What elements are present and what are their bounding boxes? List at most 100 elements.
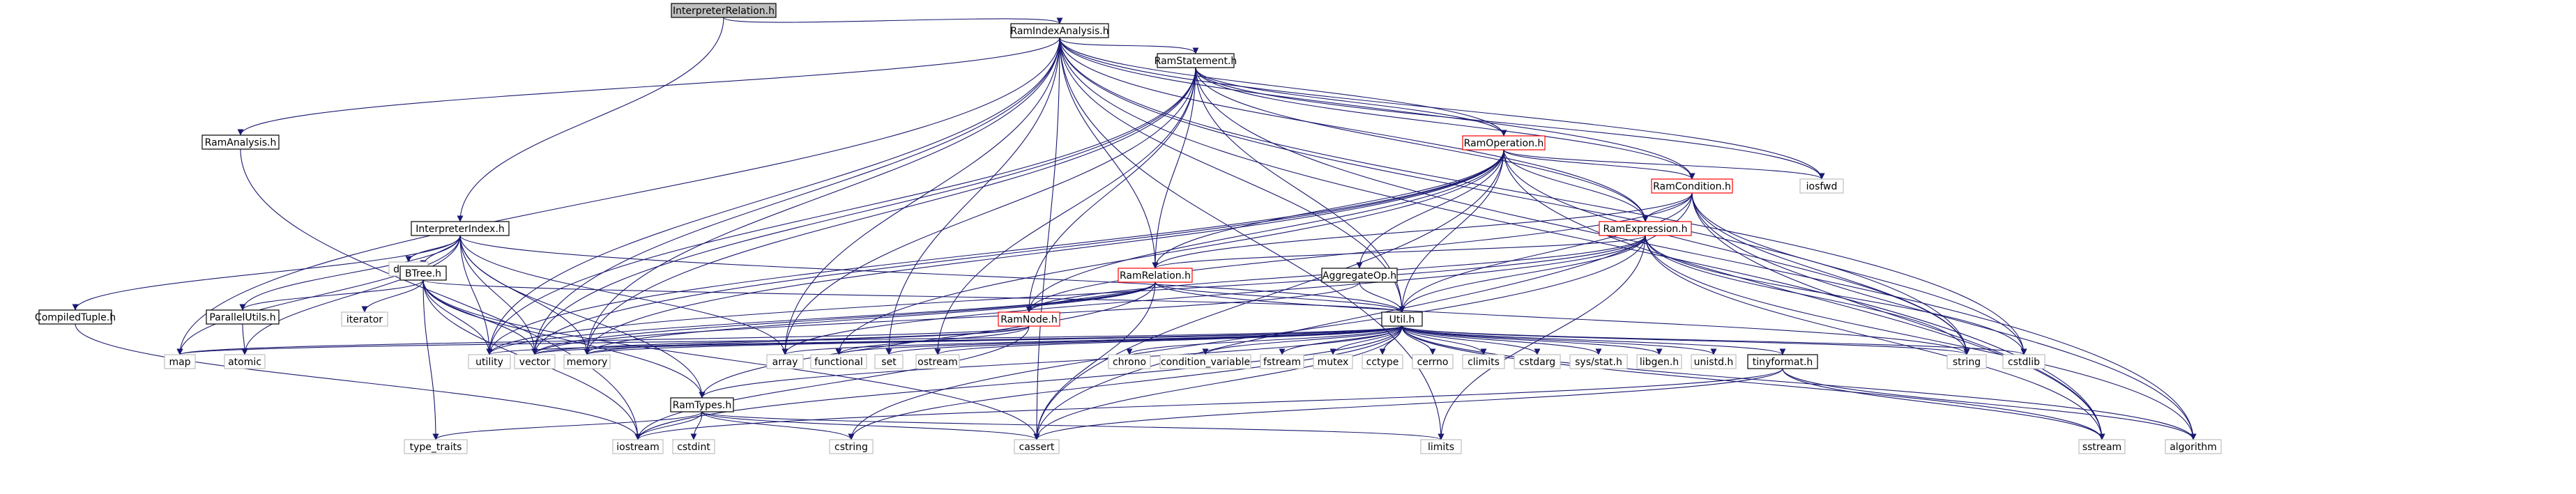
edge-ram-statement-to-ram-relation (1152, 67, 1196, 269)
node-cstdarg: cstdarg (1514, 354, 1561, 369)
edge-tinyformat-to-algorithm (1782, 368, 2197, 440)
edge-interpreter-index-to-parallel-utils (239, 235, 461, 311)
edge-tinyformat-to-cassert (1033, 368, 1783, 440)
node-ram-relation[interactable]: RamRelation.h (1118, 268, 1193, 283)
edge-ram-expression-to-string (1645, 235, 1970, 355)
node-label: RamRelation.h (1120, 270, 1191, 281)
node-interpreter-index[interactable]: InterpreterIndex.h (411, 221, 510, 236)
edge-interpreter-index-to-deque (405, 235, 461, 263)
node-box (1381, 311, 1423, 327)
edge-ram-condition-to-string (1691, 192, 1970, 355)
edge-util-to-chrono (1126, 325, 1403, 355)
node-box (224, 354, 266, 369)
node-interpreter-relation[interactable]: InterpreterRelation.h (671, 3, 777, 18)
edge-ram-index-analysis-to-utility (486, 37, 1060, 355)
node-label: RamStatement.h (1154, 56, 1237, 67)
edge-ram-expression-to-ram-relation (1152, 235, 1646, 269)
node-util[interactable]: Util.h (1381, 311, 1423, 327)
node-box (206, 309, 280, 325)
node-box (1014, 439, 1060, 454)
edge-ram-condition-to-ram-relation (1152, 192, 1693, 269)
node-label: sstream (2082, 442, 2121, 453)
edge-ram-index-analysis-to-ram-expression (1059, 37, 1649, 222)
node-ram-statement[interactable]: RamStatement.h (1154, 53, 1237, 68)
node-cstring: cstring (829, 439, 874, 454)
node-tinyformat[interactable]: tinyformat.h (1747, 354, 1818, 369)
edge-ram-statement-to-iosfwd (1195, 67, 1825, 180)
node-label: InterpreterIndex.h (416, 224, 505, 235)
edge-util-to-string (1401, 325, 1970, 355)
edge-ram-operation-to-ram-condition (1503, 149, 1695, 180)
node-label: limits (1428, 442, 1454, 453)
edge-ram-operation-to-aggregate-op (1356, 149, 1504, 269)
edge-ram-operation-to-iosfwd (1503, 149, 1825, 180)
edge-ram-operation-to-ram-relation (1152, 149, 1504, 269)
edge-ram-index-analysis-to-ram-statement (1059, 37, 1199, 54)
edge-ram-index-analysis-to-ram-operation (1059, 37, 1507, 137)
node-atomic: atomic (224, 354, 266, 369)
node-box (399, 265, 447, 281)
node-ram-analysis[interactable]: RamAnalysis.h (201, 134, 280, 150)
node-box (810, 354, 867, 369)
node-label: mutex (1318, 357, 1349, 368)
node-label: string (1953, 357, 1981, 368)
node-ram-expression[interactable]: RamExpression.h (1599, 221, 1692, 236)
edge-util-to-cassert (1033, 325, 1403, 440)
node-box (1321, 268, 1398, 283)
node-aggregate-op[interactable]: AggregateOp.h (1321, 268, 1398, 283)
node-vector: vector (514, 354, 556, 369)
node-parallel-utils[interactable]: ParallelUtils.h (206, 309, 280, 325)
edge-ram-expression-to-sstream (1645, 235, 2105, 440)
edge-ram-index-analysis-to-string (1059, 37, 1970, 355)
node-cerrno: cerrno (1412, 354, 1454, 369)
edge-util-to-climits (1401, 325, 1487, 355)
node-box (1420, 439, 1462, 454)
edge-ram-index-analysis-to-map (176, 37, 1060, 355)
node-ram-operation[interactable]: RamOperation.h (1462, 135, 1546, 150)
node-iostream: iostream (612, 439, 664, 454)
node-label: atomic (228, 357, 261, 368)
edge-ram-statement-to-array (782, 67, 1196, 355)
edge-ram-statement-to-ram-operation (1195, 67, 1507, 137)
node-label: ParallelUtils.h (209, 312, 275, 323)
edge-ram-statement-to-memory (584, 67, 1196, 355)
edge-ram-condition-to-algorithm (1691, 192, 2197, 440)
node-ram-types[interactable]: RamTypes.h (670, 397, 734, 412)
node-label: BTree.h (405, 268, 441, 279)
edge-util-to-tinyformat (1401, 325, 1786, 355)
edge-ram-index-analysis-to-memory (584, 37, 1060, 355)
edge-util-to-libgen (1401, 325, 1663, 355)
edge-ram-expression-to-utility (486, 235, 1646, 355)
node-ram-condition[interactable]: RamCondition.h (1651, 178, 1733, 194)
edge-ram-expression-to-util (1398, 235, 1646, 313)
node-btree[interactable]: BTree.h (399, 265, 447, 281)
edge-ram-statement-to-vector (531, 67, 1196, 355)
node-memory: memory (563, 354, 611, 369)
edge-interpreter-index-to-array (459, 235, 788, 355)
node-ram-index-analysis[interactable]: RamIndexAnalysis.h (1010, 23, 1109, 38)
node-label: libgen.h (1640, 357, 1679, 368)
edge-ram-index-analysis-to-ram-relation (1059, 37, 1159, 269)
node-cstdlib: cstdlib (2002, 354, 2045, 369)
node-box (404, 439, 468, 454)
edge-ram-index-analysis-to-cassert (1033, 37, 1060, 440)
node-label: RamCondition.h (1653, 181, 1731, 192)
node-label: cerrno (1417, 357, 1449, 368)
node-box (1118, 268, 1193, 283)
node-label: InterpreterRelation.h (673, 6, 775, 17)
node-ram-node[interactable]: RamNode.h (998, 311, 1060, 327)
edge-aggregate-op-to-vector (531, 281, 1360, 355)
edge-ram-index-analysis-to-array (782, 37, 1060, 355)
node-box (1651, 178, 1733, 194)
node-label: tinyformat.h (1753, 357, 1813, 368)
edge-util-to-unistd (1401, 325, 1717, 355)
edge-ram-relation-to-memory (584, 281, 1156, 355)
node-box (766, 354, 804, 369)
edge-ram-condition-to-cstdlib (1691, 192, 2027, 355)
edge-compiled-tuple-to-iostream (75, 323, 641, 440)
node-compiled-tuple[interactable]: CompiledTuple.h (35, 309, 116, 325)
node-sysstat: sys/stat.h (1569, 354, 1628, 369)
node-climits: climits (1462, 354, 1505, 369)
node-label: RamExpression.h (1603, 224, 1688, 235)
